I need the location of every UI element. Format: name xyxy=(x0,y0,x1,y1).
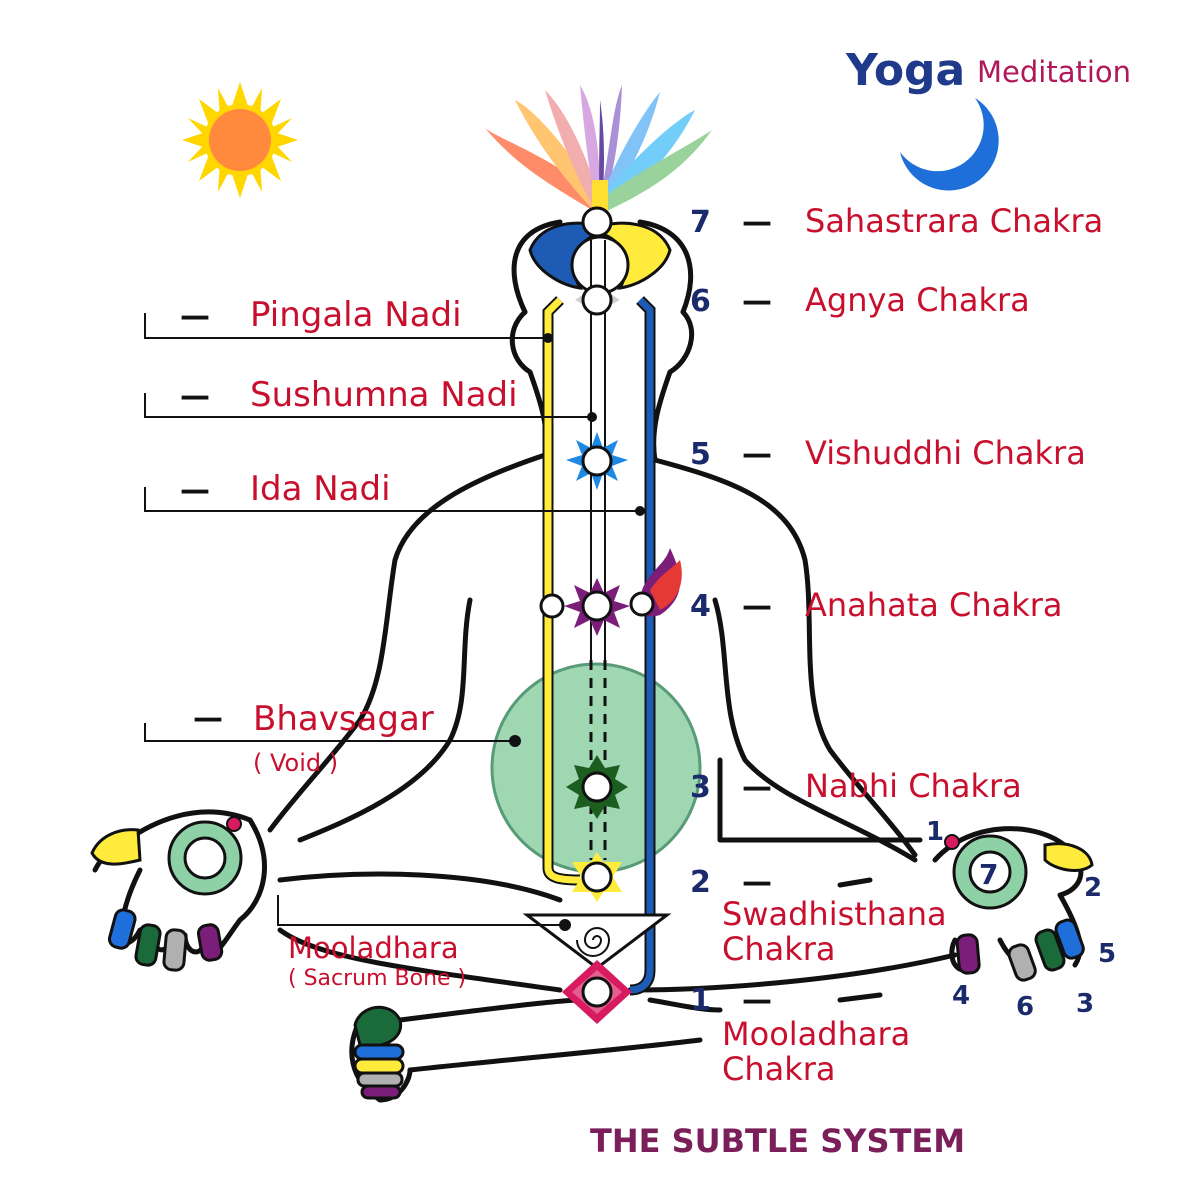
chakra-2-label-line1: Swadhisthana xyxy=(722,895,947,933)
anahata-star-icon xyxy=(539,548,682,636)
chakra-1-label-line1: Mooladhara xyxy=(722,1015,910,1053)
hand-num-6: 6 xyxy=(1016,992,1034,1022)
chakra-3-label: Nabhi Chakra xyxy=(805,767,1022,805)
chakra-2-label-line2: Chakra xyxy=(722,930,836,968)
nadi-dash: — xyxy=(180,379,210,414)
chakra-6-number: 6 xyxy=(690,284,711,319)
nadi-dash: — xyxy=(180,473,210,508)
vishuddhi-star-icon xyxy=(566,432,628,490)
nabhi-star-icon xyxy=(566,755,628,819)
diagram-footer-title: THE SUBTLE SYSTEM xyxy=(590,1122,965,1160)
chakra-3-dash: — xyxy=(742,770,772,805)
nadi-labels: Pingala Nadi Sushumna Nadi Ida Nadi Bhav… xyxy=(250,295,518,991)
nadi-dash: — xyxy=(193,701,223,736)
crown-lotus-icon xyxy=(485,85,712,212)
bhavsagar-sub-label: ( Void ) xyxy=(253,749,338,777)
right-hand-palm xyxy=(944,834,1094,982)
chakra-node-7 xyxy=(581,206,613,238)
chakra-2-number: 2 xyxy=(690,865,711,900)
ida-nadi-label: Ida Nadi xyxy=(250,469,391,509)
swadhisthana-star-icon xyxy=(572,852,622,902)
hand-num-2: 2 xyxy=(1084,873,1102,903)
chakra-6-dash: — xyxy=(742,284,772,319)
hand-num-4: 4 xyxy=(952,981,970,1011)
right-hand-numbers: 1 7 2 5 3 6 4 xyxy=(926,817,1116,1022)
chakra-7-dash: — xyxy=(742,205,772,240)
agnya-lobes xyxy=(528,221,672,295)
chakra-list: 7 — Sahastrara Chakra 6 — Agnya Chakra 5… xyxy=(690,202,1103,1088)
chakra-6-label: Agnya Chakra xyxy=(805,281,1030,319)
hand-num-1: 1 xyxy=(926,817,944,847)
chakra-7-number: 7 xyxy=(690,205,711,240)
chakra-1-label-line2: Chakra xyxy=(722,1050,836,1088)
chakra-3-number: 3 xyxy=(690,770,711,805)
chakra-4-dash: — xyxy=(742,589,772,624)
chakra-7-label: Sahastrara Chakra xyxy=(805,202,1103,240)
chakra-4-label: Anahata Chakra xyxy=(805,586,1063,624)
hand-num-3: 3 xyxy=(1076,989,1094,1019)
mooladhara-node-icon xyxy=(562,960,632,1024)
crescent-moon-icon xyxy=(900,98,999,191)
sun-icon xyxy=(182,82,298,198)
hand-num-5: 5 xyxy=(1098,939,1116,969)
left-leader-lines: — — — — xyxy=(144,299,645,931)
bhavsagar-label: Bhavsagar xyxy=(253,699,434,739)
sushumna-nadi-label: Sushumna Nadi xyxy=(250,375,518,415)
left-hand-palm xyxy=(90,816,243,972)
chakra-5-label: Vishuddhi Chakra xyxy=(805,434,1086,472)
chakra-node-6 xyxy=(581,284,613,316)
nadi-channels xyxy=(542,240,656,996)
chakra-4-number: 4 xyxy=(690,589,711,624)
chakra-2-dash: — xyxy=(742,865,772,900)
sacrum-sub-label: ( Sacrum Bone ) xyxy=(288,966,466,991)
brand-yoga: Yoga xyxy=(845,45,965,96)
nadi-dash: — xyxy=(180,299,210,334)
chakra-1-number: 1 xyxy=(690,983,711,1018)
sacrum-label: Mooladhara xyxy=(288,931,459,965)
pingala-nadi-label: Pingala Nadi xyxy=(250,295,462,335)
chakra-5-number: 5 xyxy=(690,437,711,472)
chakra-5-dash: — xyxy=(742,437,772,472)
hand-num-7: 7 xyxy=(979,858,998,891)
left-fist-icon xyxy=(353,1005,405,1100)
chakra-1-dash: — xyxy=(742,983,772,1018)
brand-meditation: Meditation xyxy=(977,55,1131,89)
